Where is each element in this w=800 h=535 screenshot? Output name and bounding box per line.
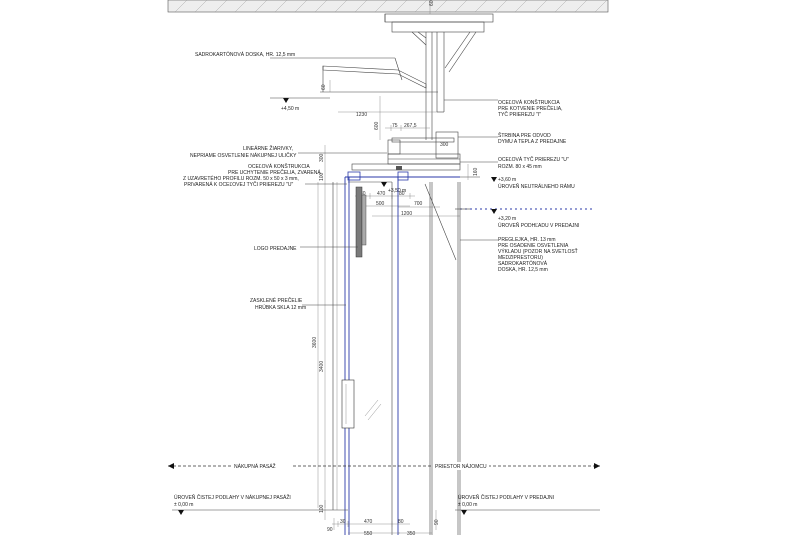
level-marker-320: +3,20 m ÚROVEŇ PODHĽADU V PREDAJNI [491,209,579,229]
glass-door-handle [341,379,382,429]
ceiling-slab [167,0,609,13]
steel-u-bar-assembly: 300 [347,131,461,181]
svg-text:ÚROVEŇ NEUTRÁLNEHO RÁMU: ÚROVEŇ NEUTRÁLNEHO RÁMU [498,183,575,190]
svg-text:ÚROVEŇ ČISTEJ PODLAHY V PREDAJ: ÚROVEŇ ČISTEJ PODLAHY V PREDAJNI [458,494,554,501]
svg-text:600: 600 [374,121,380,130]
svg-text:ÚROVEŇ ČISTEJ PODLAHY V NÁKUPN: ÚROVEŇ ČISTEJ PODLAHY V NÁKUPNEJ PASÁŽI [174,493,291,501]
label-u-bar-2: ROZM. 80 x 45 mm [498,164,542,170]
level-marker-350: +3,50 m [348,181,406,194]
label-plywood-3: VÝKLADU (POZOR NA SVETLOSŤ [498,247,578,255]
label-tenant-space: PRIESTOR NÁJOMCU [435,463,487,470]
svg-text:100: 100 [319,504,325,513]
level-marker-450: +4,50 m [270,97,330,112]
svg-text:160: 160 [473,167,479,176]
svg-text:75: 75 [392,123,398,129]
svg-text:90: 90 [327,527,333,533]
label-glazing-1: ZASKLENÉ PREČELIE [250,297,303,304]
label-logo: LOGO PREDAJNE [254,246,297,252]
shop-logo-sign [355,186,367,258]
label-smoke-slot-1: ŠTRBINA PRE ODVOD [498,132,551,139]
dim-1230: 1230 [338,111,438,118]
svg-text:3600: 3600 [312,337,318,348]
svg-text:100: 100 [319,172,325,181]
svg-text:+4,50 m: +4,50 m [281,106,299,112]
dims-left-top: 300 100 160 [319,145,479,182]
svg-text:350: 350 [407,531,416,535]
label-steel-frame-3: Z UZAVRETÉHO PROFILU ROZM. 50 x 50 x 3 m… [183,175,299,182]
svg-text:80: 80 [398,519,404,525]
dim-600: 600 [374,96,381,140]
svg-text:80: 80 [399,191,405,197]
steel-i-beam-bracket: 60 [384,0,494,140]
svg-text:700: 700 [414,201,423,207]
svg-text:3400: 3400 [319,361,325,372]
svg-text:± 0,00 m: ± 0,00 m [458,502,477,508]
dims-upper-horizontal: 30 470 80 500 700 1200 [355,191,460,217]
dims-bottom: 30 470 80 550 350 90 90 [327,510,440,535]
label-steel-anchor-1: OCEĽOVÁ KONŠTRUKCIA [498,99,560,106]
label-plywood-4: MEDZIPRESTORU) [498,255,543,261]
label-u-bar-1: OCEĽOVÁ TYČ PRIEREZU "U" [498,156,569,163]
svg-text:470: 470 [364,519,373,525]
svg-text:+3,20 m: +3,20 m [498,216,516,222]
label-plywood-1: PREGLEJKA, HR. 13 mm [498,237,556,243]
label-steel-frame-2: PRE UCHYTENIE PREČELIA, ZVARENÁ [228,169,321,176]
label-shopping-passage: NÁKUPNÁ PASÁŽ [234,462,276,470]
zone-line: NÁKUPNÁ PASÁŽ PRIESTOR NÁJOMCU [168,462,600,470]
dims-left-height: 3600 3400 100 [312,182,326,520]
svg-text:+3,60 m: +3,60 m [498,177,516,183]
svg-text:± 0,00 m: ± 0,00 m [174,502,193,508]
label-plywood-2: PRE OSADENIE OSVETLENIA [498,243,569,249]
svg-text:267,5: 267,5 [404,123,417,129]
svg-text:30: 30 [340,519,346,525]
svg-text:300: 300 [440,142,449,148]
svg-text:ÚROVEŇ PODHĽADU V PREDAJNI: ÚROVEŇ PODHĽADU V PREDAJNI [498,222,579,229]
dim-75-267: 75 267,5 [385,123,430,131]
label-plywood-6: DOSKA, HR. 12,5 mm [498,267,548,273]
svg-text:550: 550 [364,531,373,535]
svg-text:1230: 1230 [356,112,367,118]
level-marker-360: +3,60 m ÚROVEŇ NEUTRÁLNEHO RÁMU [491,177,575,190]
svg-text:1200: 1200 [401,211,412,217]
label-smoke-slot-2: DYMU A TEPLA Z PREDAJNE [498,139,567,145]
floor-level-passage: ÚROVEŇ ČISTEJ PODLAHY V NÁKUPNEJ PASÁŽI … [172,493,348,515]
svg-text:90: 90 [434,519,440,525]
vertical-structure [332,177,461,535]
svg-text:30: 30 [360,191,366,197]
svg-text:300: 300 [319,153,325,162]
svg-text:470: 470 [377,191,386,197]
label-glazing-2: HRÚBKA SKLA 12 mm [255,304,306,311]
label-steel-frame-1: OCEĽOVÁ KONŠTRUKCIA [248,163,310,170]
floor-level-shop: ÚROVEŇ ČISTEJ PODLAHY V PREDAJNI ± 0,00 … [455,494,600,515]
dim-60: 60 [321,84,327,90]
label-lights-2: NEPRIAME OSVETLENIE NÁKUPNEJ ULIČKY [190,152,297,159]
svg-text:500: 500 [376,201,385,207]
label-drywall-top: SADROKARTÓNOVÁ DOSKA, HR. 12,5 mm [195,51,295,58]
label-lights-1: LINEÁRNE ŽIARIVKY, [243,144,293,152]
label-plywood-5: SADROKARTÓNOVÁ [498,260,548,267]
label-steel-anchor-2: PRE KOTVENIE PREČELIA, [498,105,562,112]
top-drywall-board: 60 [320,65,438,93]
label-steel-frame-4: PRIVARENÁ K OCEĽOVEJ TYČI PRIEREZU "U" [184,181,293,188]
svg-text:60: 60 [429,0,435,6]
label-steel-anchor-3: TYČ PRIEREZU "I" [498,111,541,118]
svg-text:+3,50 m: +3,50 m [388,188,406,194]
